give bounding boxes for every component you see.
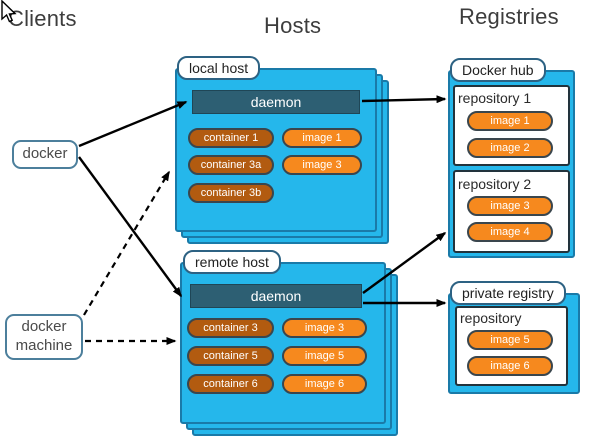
local-image-pill: image 1: [282, 128, 362, 148]
local-container-pill: container 1: [188, 128, 274, 148]
local-host-label: local host: [177, 56, 261, 80]
local-container-pill: container 3b: [188, 183, 274, 203]
remote-daemon-bar: daemon: [190, 284, 362, 308]
hub-image-pill: image 2: [467, 138, 553, 158]
remote-image-pill: image 5: [282, 346, 367, 366]
mouse-cursor-icon: [1, 0, 17, 23]
remote-container-pill: container 3: [187, 318, 274, 338]
remote-host-label: remote host: [183, 250, 281, 274]
heading-clients: Clients: [8, 6, 77, 31]
arrow-docker-to-remote-daemon: [78, 156, 182, 298]
local-image-pill: image 3: [282, 155, 362, 175]
hub-image-pill: image 1: [467, 111, 553, 131]
private-image-pill: image 6: [467, 356, 553, 376]
repository1-name: repository 1: [458, 90, 532, 106]
private-repository-name: repository: [460, 310, 522, 326]
client-docker-box: docker: [12, 140, 78, 169]
local-container-pill: container 3a: [188, 155, 274, 175]
remote-container-pill: container 5: [187, 346, 274, 366]
arrow-docker-machine-to-local-host: [83, 170, 170, 316]
remote-image-pill: image 6: [282, 374, 367, 394]
private-image-pill: image 5: [467, 330, 553, 350]
client-docker-label: docker: [22, 145, 68, 163]
docker-hub-label: Docker hub: [450, 58, 546, 82]
repository2-name: repository 2: [458, 176, 532, 192]
hub-image-pill: image 4: [467, 222, 553, 242]
heading-hosts: Hosts: [264, 13, 322, 38]
private-registry-label: private registry: [450, 281, 566, 305]
arrow-docker-to-local-daemon: [78, 100, 188, 148]
client-docker-machine-label-line1: docker: [21, 318, 67, 336]
client-docker-machine-box: docker machine: [5, 314, 83, 360]
remote-container-pill: container 6: [187, 374, 274, 394]
remote-image-pill: image 3: [282, 318, 367, 338]
local-daemon-bar: daemon: [192, 90, 360, 114]
hub-image-pill: image 3: [467, 196, 553, 216]
heading-registries: Registries: [459, 4, 559, 29]
client-docker-machine-label-line2: machine: [15, 337, 73, 354]
